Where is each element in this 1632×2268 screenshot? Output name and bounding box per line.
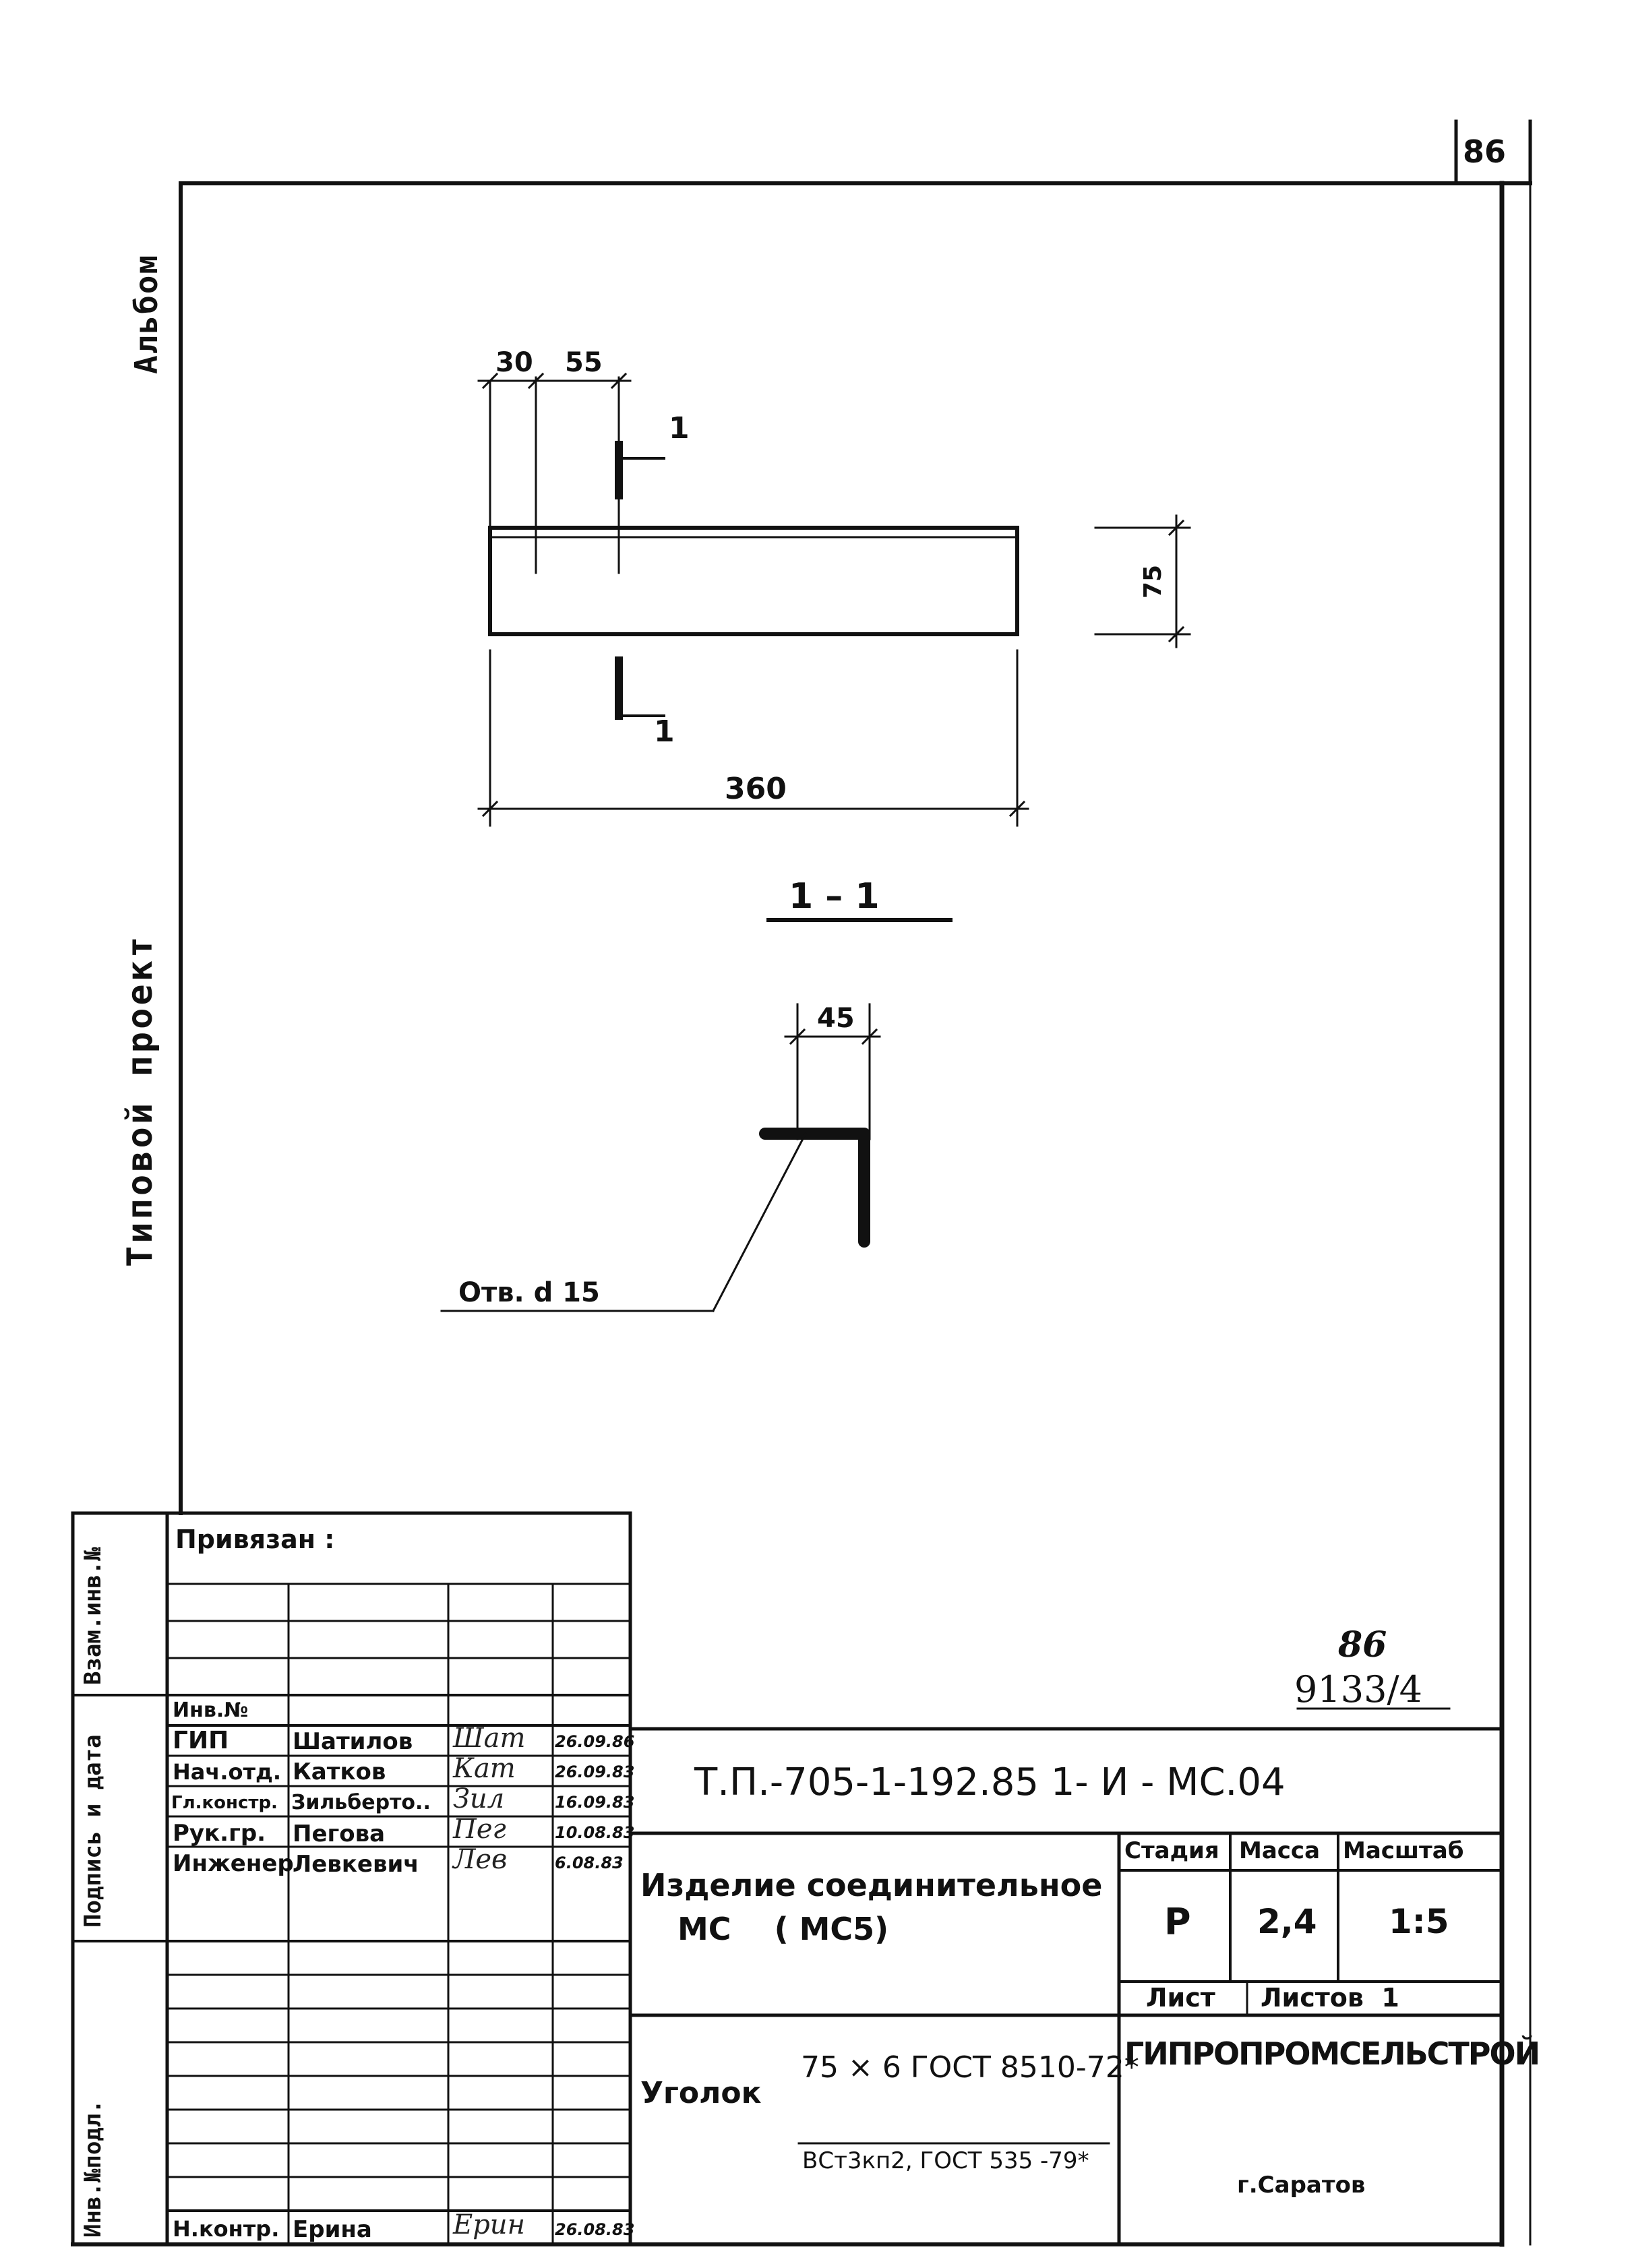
stage-header: Стадия xyxy=(1124,1837,1219,1864)
staff-role: ГИП xyxy=(173,1727,229,1754)
mass-header: Масса xyxy=(1239,1837,1321,1864)
dimension-45: 45 xyxy=(817,1003,855,1034)
staff-date: 6.08.83 xyxy=(555,1853,624,1872)
cut-label-top: 1 xyxy=(669,411,690,446)
staff-role: Нач.отд. xyxy=(173,1759,282,1785)
material-line1: 75 × 6 ГОСТ 8510-72* xyxy=(801,2050,1139,2085)
item-name-line1: Изделие соединительное xyxy=(640,1867,1103,1903)
organization-city: г.Саратов xyxy=(1237,2172,1366,2199)
sheets-label: Листов 1 xyxy=(1261,1983,1399,2013)
staff-name: Пегова xyxy=(293,1820,386,1847)
control-date: 26.08.83 xyxy=(555,2220,635,2239)
control-name: Ерина xyxy=(293,2216,372,2243)
inv-no-label: Инв.№ xyxy=(173,1698,249,1722)
section-label: 1 – 1 xyxy=(789,876,880,917)
dimension-55: 55 xyxy=(565,347,603,378)
sheet-label: Лист xyxy=(1146,1983,1215,2013)
hole-note: Отв. d 15 xyxy=(458,1277,600,1308)
scale-value: 1:5 xyxy=(1389,1902,1449,1941)
stamp-inv-podl: Инв.№подл. xyxy=(80,2100,107,2238)
staff-name: Левкевич xyxy=(293,1851,419,1878)
staff-role: Рук.гр. xyxy=(173,1820,266,1847)
mass-value: 2,4 xyxy=(1257,1902,1317,1941)
organization-name: ГИПРОПРОМСЕЛЬСТРОЙ xyxy=(1124,2035,1540,2072)
drawing-ref-top: 86 xyxy=(1338,1624,1387,1665)
control-role: Н.контр. xyxy=(173,2216,280,2242)
staff-date: 10.08.83 xyxy=(555,1823,635,1842)
scale-header: Масштаб xyxy=(1343,1837,1464,1864)
staff-role: Инженер xyxy=(173,1850,294,1877)
control-signature: Ерин xyxy=(453,2209,525,2240)
staff-signature: Лев xyxy=(453,1844,508,1875)
staff-role: Гл.констр. xyxy=(171,1793,278,1813)
staff-name: Катков xyxy=(293,1758,386,1785)
dimension-75: 75 xyxy=(1139,564,1167,599)
material-prefix: Уголок xyxy=(640,2076,762,2110)
item-name-line2: МС ( МС5) xyxy=(677,1911,889,1947)
document-designation: Т.П.-705-1-192.85 1- И - МС.04 xyxy=(694,1760,1286,1804)
sheet-number: 86 xyxy=(1463,133,1507,170)
album-label: Альбом xyxy=(128,253,164,374)
dimension-360: 360 xyxy=(725,772,787,806)
privyazan-label: Привязан : xyxy=(175,1525,335,1554)
staff-signature: Кат xyxy=(453,1753,516,1784)
staff-signature: Зил xyxy=(453,1783,505,1814)
staff-signature: Пег xyxy=(453,1814,506,1845)
drawing-ref-bottom: 9133/4 xyxy=(1294,1668,1422,1711)
staff-date: 26.09.83 xyxy=(555,1763,635,1781)
staff-name: Зильберто.. xyxy=(291,1791,431,1814)
project-label: Типовой проект xyxy=(120,933,160,1267)
staff-name: Шатилов xyxy=(293,1728,413,1755)
staff-date: 16.09.83 xyxy=(555,1793,635,1812)
dimension-30: 30 xyxy=(495,347,533,378)
material-line2: ВСт3кп2, ГОСТ 535 -79* xyxy=(802,2147,1089,2174)
cut-label-bottom: 1 xyxy=(654,714,675,749)
stamp-signature-date: Подпись и дата xyxy=(80,1734,107,1928)
stage-value: Р xyxy=(1164,1901,1191,1943)
staff-date: 26.09.86 xyxy=(555,1732,635,1751)
staff-signature: Шат xyxy=(453,1723,526,1754)
stamp-vzam-inv: Взам.инв.№ xyxy=(80,1547,107,1685)
